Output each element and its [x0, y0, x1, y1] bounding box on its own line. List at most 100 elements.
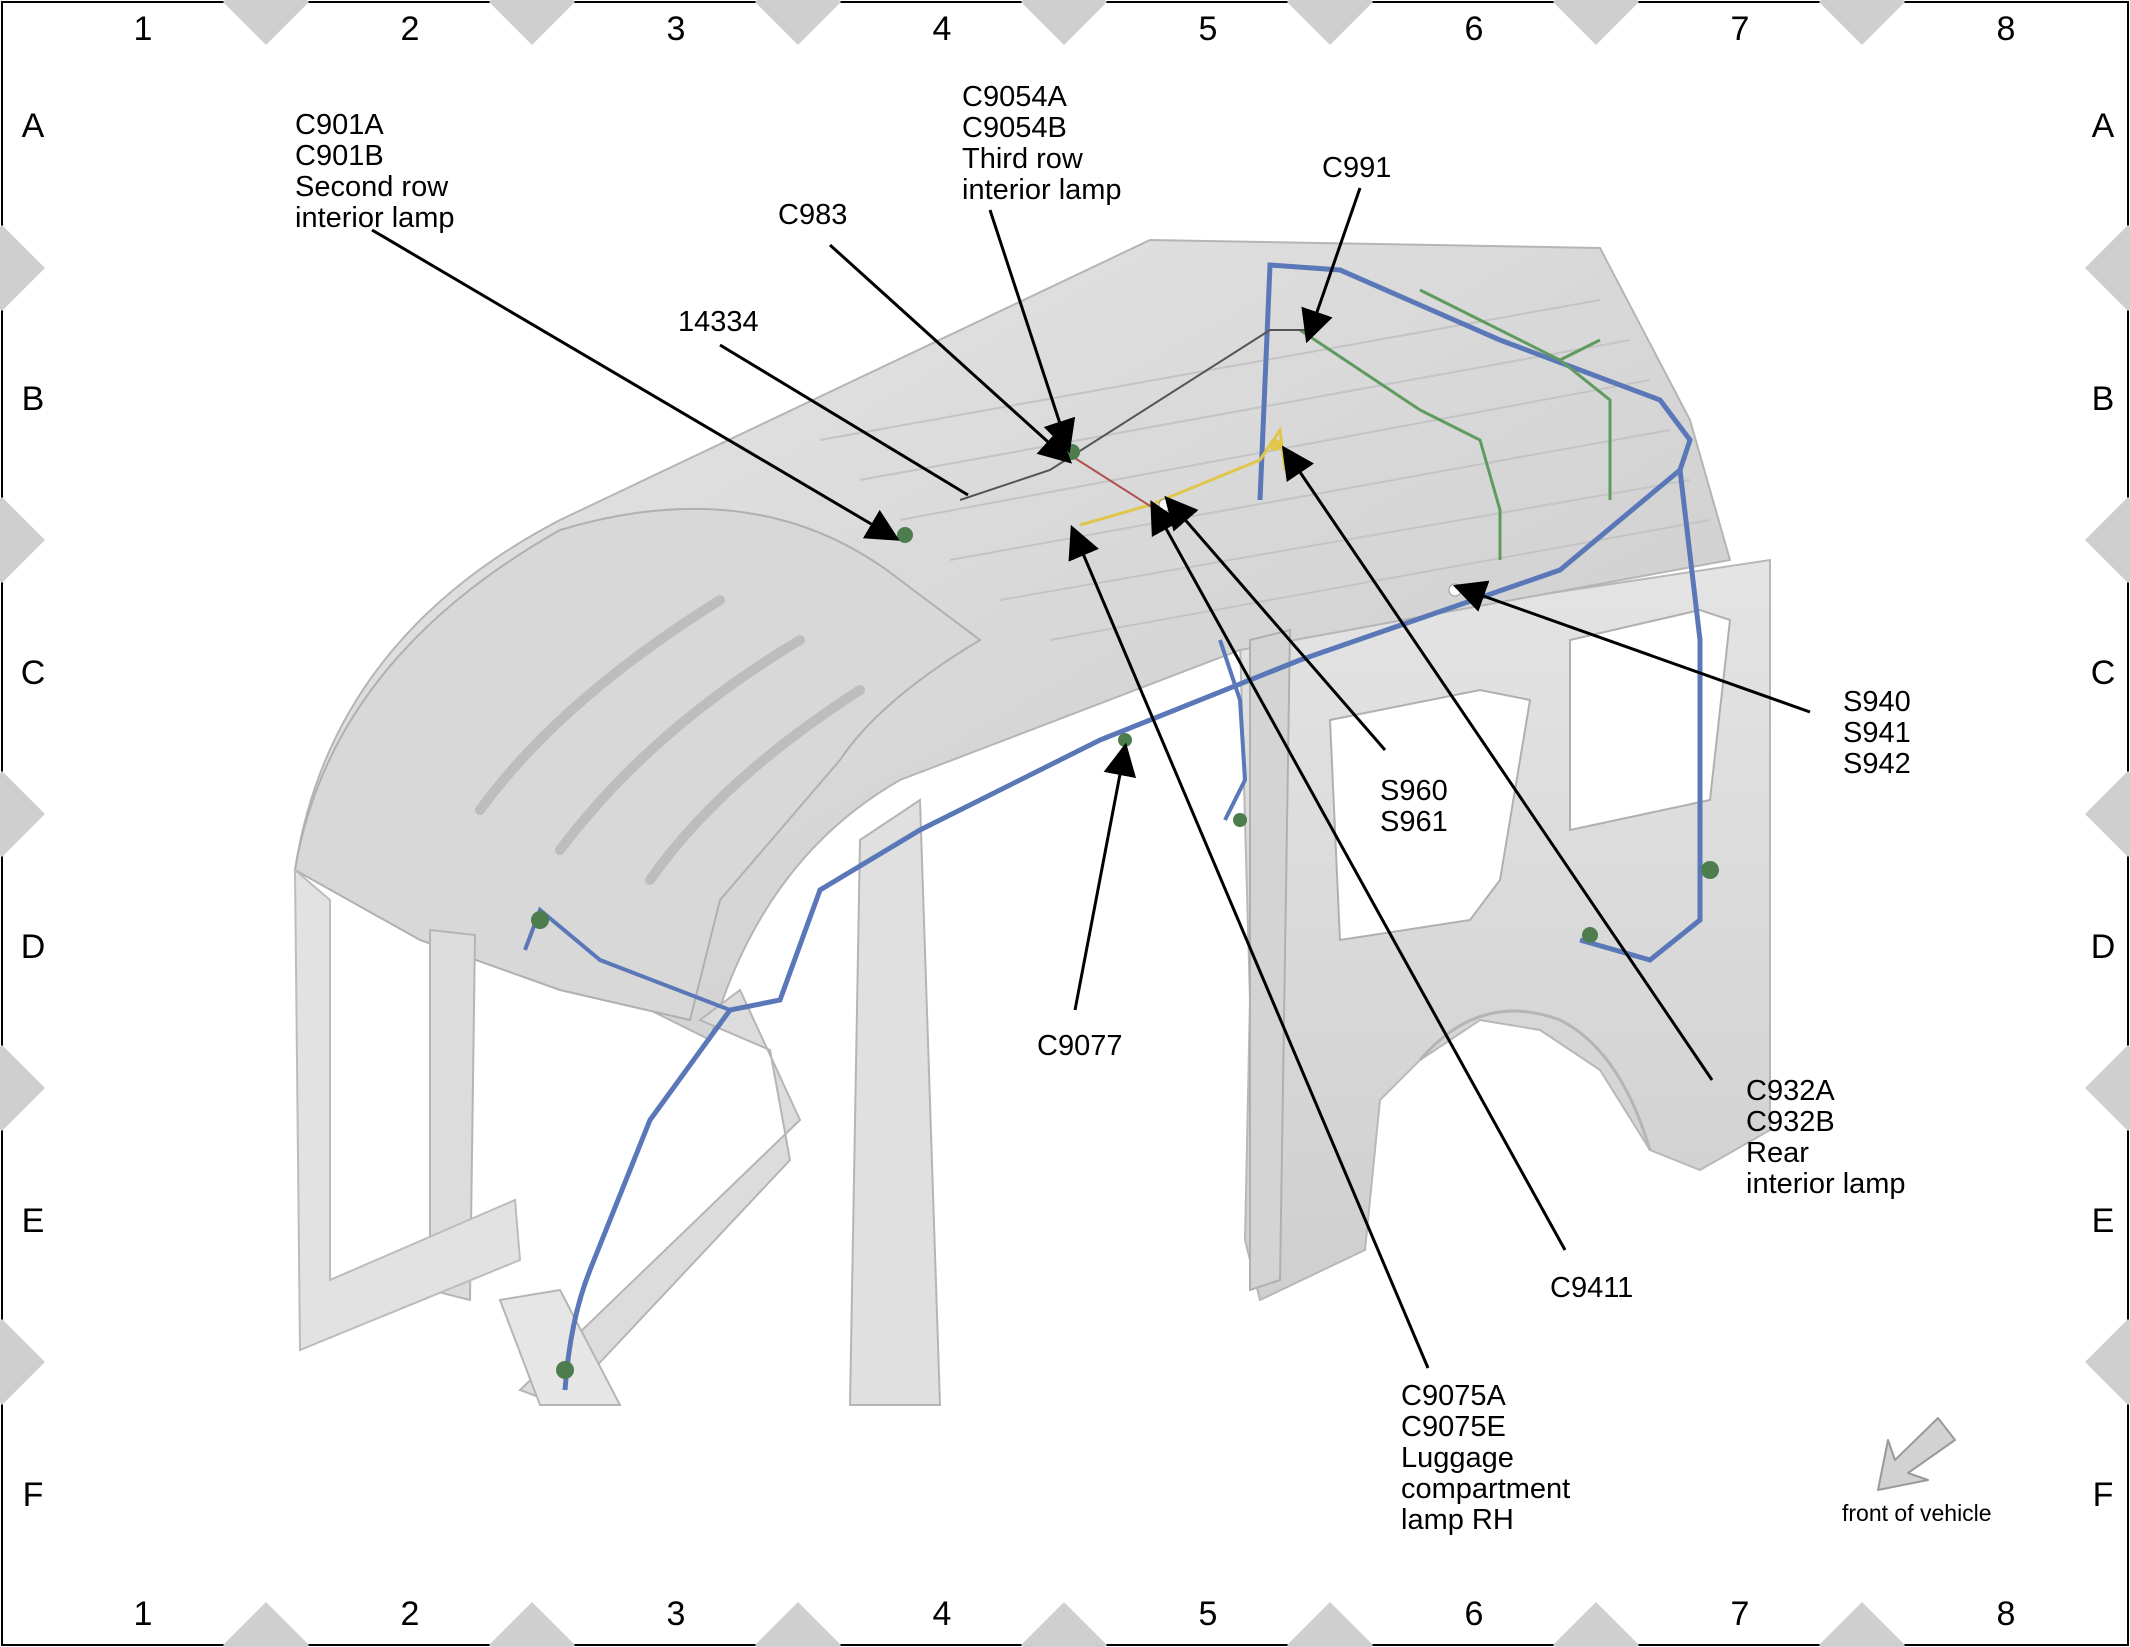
border-marker-left-5: [0, 1319, 45, 1405]
grid-row-left-F: F: [23, 1476, 44, 1514]
callout-line: S961: [1380, 806, 1448, 838]
callout-line: C901A: [295, 109, 384, 141]
grid-column-top-3: 3: [667, 10, 686, 48]
border-marker-bottom-1: [223, 1602, 309, 1647]
grid-column-top-1: 1: [134, 10, 153, 48]
leader-c983: [828, 243, 1073, 464]
callout-line: interior lamp: [295, 202, 455, 234]
grid-column-bottom-2: 2: [401, 1595, 420, 1633]
grid-column-top-5: 5: [1199, 10, 1218, 48]
leader-lines: [371, 187, 1811, 1369]
border-marker-left-2: [0, 497, 45, 583]
callout-line: Luggage: [1401, 1442, 1514, 1474]
leader-c932: [1281, 445, 1714, 1081]
callout-14334: 14334: [678, 306, 759, 338]
border-marker-top-1: [223, 0, 309, 45]
callout-line: 14334: [678, 306, 759, 338]
vehicle-body-illustration: [293, 238, 1771, 1407]
border-marker-bottom-5: [1287, 1602, 1373, 1647]
grid-column-bottom-3: 3: [667, 1595, 686, 1633]
callout-line: C9054A: [962, 81, 1067, 113]
callout-c9411: C9411: [1550, 1272, 1633, 1304]
front-of-vehicle-indicator: front of vehicle: [1842, 1417, 1992, 1526]
leader-c9077: [1073, 742, 1137, 1011]
callout-line: lamp RH: [1401, 1504, 1514, 1536]
grid-row-right-F: F: [2093, 1476, 2114, 1514]
callout-line: Rear: [1746, 1137, 1809, 1169]
border-marker-bottom-4: [1021, 1602, 1107, 1647]
callout-line: interior lamp: [1746, 1168, 1906, 1200]
grid-row-right-B: B: [2092, 380, 2115, 418]
front-of-vehicle-label: front of vehicle: [1842, 1500, 1992, 1526]
grid-column-bottom-4: 4: [933, 1595, 952, 1633]
callout-c991: C991: [1322, 152, 1391, 184]
callout-line: C9411: [1550, 1272, 1633, 1304]
border-marker-bottom-2: [489, 1602, 575, 1647]
callout-line: C9075E: [1401, 1411, 1506, 1443]
grid-row-right-E: E: [2092, 1202, 2115, 1240]
grid-row-left-C: C: [21, 654, 46, 692]
grid-column-top-4: 4: [933, 10, 952, 48]
leader-c9075: [1068, 524, 1430, 1369]
border-marker-top-5: [1287, 0, 1373, 45]
border-marker-top-7: [1819, 0, 1905, 45]
callout-line: Third row: [962, 143, 1084, 175]
callout-line: C991: [1322, 152, 1391, 184]
callout-line: C901B: [295, 140, 384, 172]
grid-column-bottom-5: 5: [1199, 1595, 1218, 1633]
grid-row-left-A: A: [22, 107, 45, 145]
border-marker-left-1: [0, 225, 45, 311]
callout-line: C932B: [1746, 1106, 1835, 1138]
callout-line: S940: [1843, 686, 1911, 718]
leader-c991: [1301, 187, 1362, 344]
grid-column-bottom-8: 8: [1997, 1595, 2016, 1633]
grid-row-left-B: B: [22, 380, 45, 418]
callout-line: C9075A: [1401, 1380, 1506, 1412]
grid-row-right-A: A: [2092, 107, 2115, 145]
border-marker-right-2: [2085, 497, 2130, 583]
grid-row-right-D: D: [2091, 928, 2116, 966]
callout-line: Second row: [295, 171, 449, 203]
border-marker-left-3: [0, 771, 45, 857]
leader-c901: [371, 228, 900, 541]
callout-line: S942: [1843, 748, 1911, 780]
grid-column-top-8: 8: [1997, 10, 2016, 48]
callout-c983: C983: [778, 199, 847, 231]
grid-row-right-C: C: [2091, 654, 2116, 692]
grid-column-bottom-1: 1: [134, 1595, 153, 1633]
arrow-down-left-icon: [1877, 1417, 1956, 1491]
callout-line: C9054B: [962, 112, 1067, 144]
border-marker-top-2: [489, 0, 575, 45]
leader-14334: [719, 343, 969, 497]
callout-line: interior lamp: [962, 174, 1122, 206]
grid-row-left-D: D: [21, 928, 46, 966]
callout-line: C932A: [1746, 1075, 1835, 1107]
leader-c9411: [1150, 500, 1567, 1251]
callout-line: C983: [778, 199, 847, 231]
grid-column-bottom-7: 7: [1731, 1595, 1750, 1633]
border-marker-bottom-3: [755, 1602, 841, 1647]
callout-line: compartment: [1401, 1473, 1570, 1505]
callout-line: S941: [1843, 717, 1911, 749]
grid-row-left-E: E: [22, 1202, 45, 1240]
border-marker-right-3: [2085, 771, 2130, 857]
border-marker-left-4: [0, 1045, 45, 1131]
border-marker-bottom-7: [1819, 1602, 1905, 1647]
leader-s940: [1452, 580, 1811, 714]
border-marker-top-6: [1553, 0, 1639, 45]
border-marker-right-5: [2085, 1319, 2130, 1405]
grid-column-bottom-6: 6: [1465, 1595, 1484, 1633]
border-marker-top-3: [755, 0, 841, 45]
grid-column-top-2: 2: [401, 10, 420, 48]
grid-column-top-7: 7: [1731, 10, 1750, 48]
callout-line: C9077: [1037, 1030, 1122, 1062]
